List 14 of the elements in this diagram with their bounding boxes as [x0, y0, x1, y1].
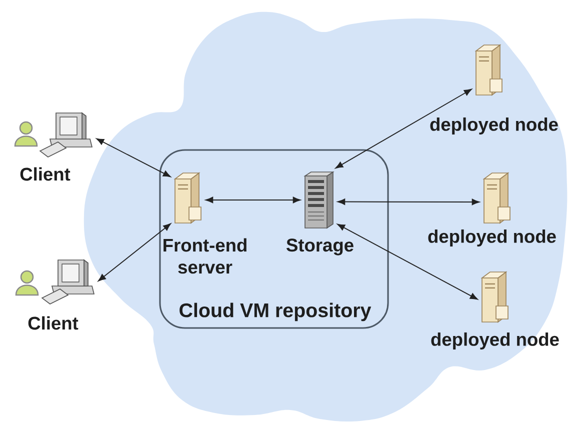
- double-arrow: [98, 223, 171, 282]
- double-arrow: [335, 88, 472, 168]
- double-arrow: [96, 138, 171, 178]
- server-label: Front-end server: [164, 238, 246, 274]
- server-label: deployed node: [430, 117, 558, 135]
- storage-label: Storage: [286, 238, 354, 256]
- server-label: deployed node: [428, 229, 556, 247]
- client-label: Client: [20, 167, 70, 181]
- double-arrow: [338, 198, 480, 206]
- server-label: deployed node: [431, 332, 559, 350]
- client-label: Client: [28, 316, 78, 330]
- double-arrow: [206, 196, 300, 204]
- cloud-background: [84, 12, 568, 422]
- double-arrow: [337, 224, 478, 300]
